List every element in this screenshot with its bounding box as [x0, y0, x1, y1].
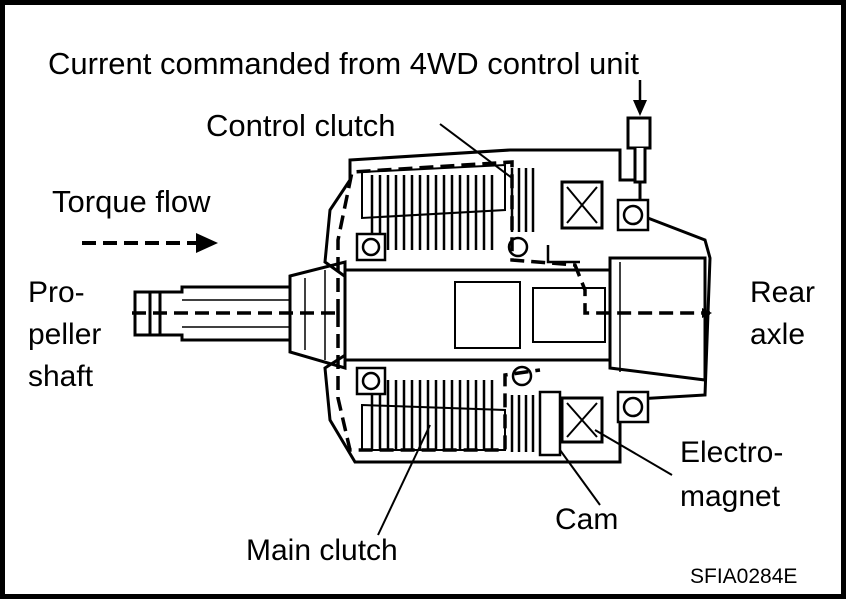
torque-flow-path: [132, 160, 712, 452]
coupling-housing: [323, 148, 712, 464]
cam: [538, 245, 580, 457]
inner-shaft: [343, 256, 707, 382]
leader-lines: [377, 123, 673, 536]
electromagnet-label-line1: Electro-: [680, 436, 784, 469]
propeller-shaft: [133, 260, 347, 370]
current-arrow: [633, 80, 647, 116]
electromagnet-coil: [560, 180, 604, 444]
torque-flow-legend-arrow: [82, 233, 218, 253]
propeller-label-line1: Pro-: [28, 276, 85, 309]
torque-flow-label: Torque flow: [52, 184, 211, 219]
figure-id: SFIA0284E: [690, 565, 798, 588]
rear-axle-label-line2: axle: [750, 318, 806, 351]
cam-label: Cam: [555, 503, 619, 536]
main-clutch-plates: [370, 175, 494, 450]
electromagnet-label-line2: magnet: [680, 480, 781, 513]
bearings: [355, 198, 650, 424]
control-clutch-label: Control clutch: [206, 108, 396, 143]
main-clutch-label: Main clutch: [246, 534, 398, 567]
propeller-label-line3: shaft: [28, 360, 94, 393]
wire-harness: [626, 116, 652, 184]
propeller-label-line2: peller: [28, 318, 102, 351]
rear-axle-label-line1: Rear: [750, 276, 816, 309]
current-command-label: Current commanded from 4WD control unit: [48, 46, 639, 81]
